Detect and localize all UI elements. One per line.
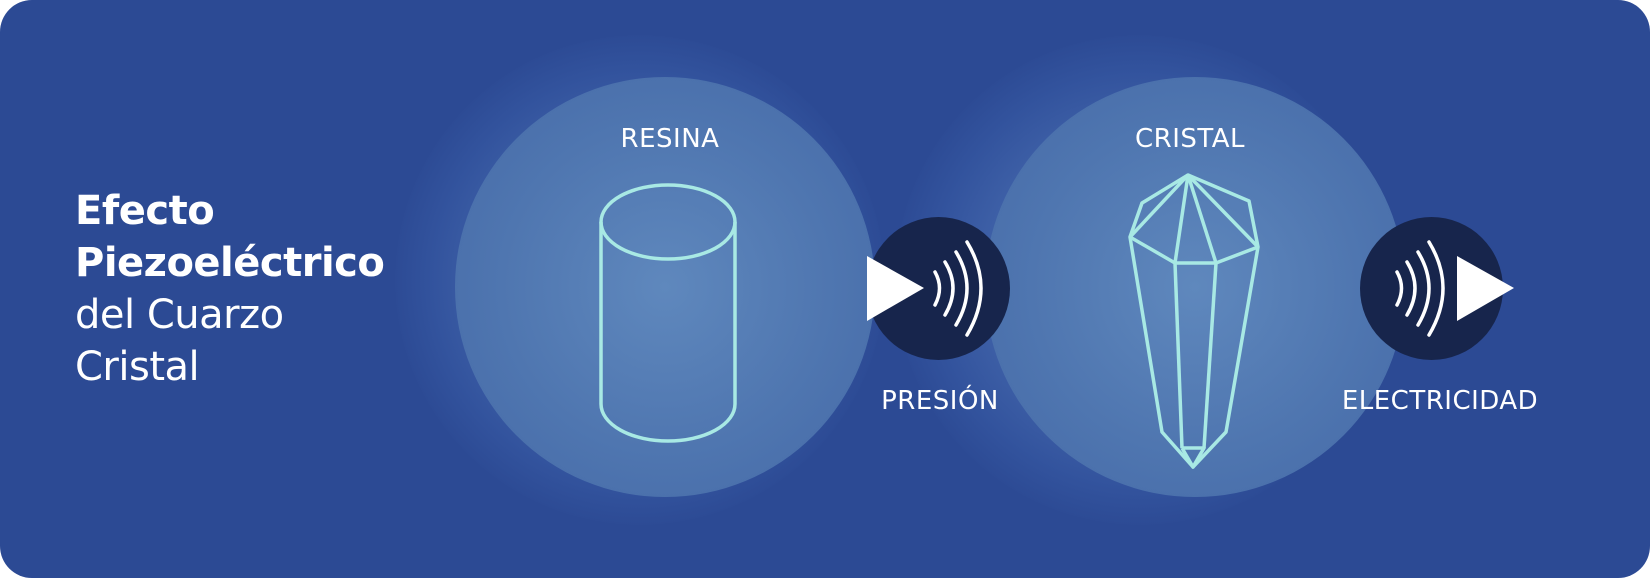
pressure-label: PRESIÓN: [881, 386, 999, 416]
title-line-3: del Cuarzo: [75, 292, 284, 338]
crystal-label: CRISTAL: [1134, 124, 1246, 154]
title-line-1: Efecto: [75, 188, 215, 234]
resin-disc: [455, 77, 875, 497]
wave-arcs-icon: [933, 240, 983, 337]
play-waves-icon: [867, 240, 983, 337]
waves-play-icon: [1395, 240, 1514, 337]
title-line-4: Cristal: [75, 344, 200, 390]
wave-arcs-icon: [1395, 240, 1445, 337]
quartz-crystal-icon: [1128, 173, 1260, 469]
cylinder-icon: [599, 183, 737, 443]
title-line-2: Piezoeléctrico: [75, 240, 385, 286]
diagram-title: Efecto Piezoeléctrico del Cuarzo Cristal: [75, 185, 385, 393]
crystal-disc: [985, 77, 1405, 497]
electricity-label: ELECTRICIDAD: [1341, 386, 1539, 416]
play-triangle-icon: [867, 256, 924, 321]
play-triangle-icon: [1457, 256, 1514, 321]
resin-label: RESINA: [620, 124, 720, 154]
